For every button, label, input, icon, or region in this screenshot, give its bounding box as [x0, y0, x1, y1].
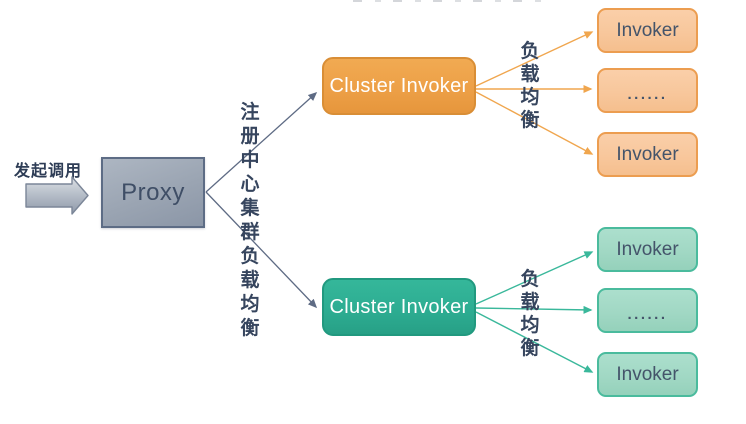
initiate-call-arrow-icon: [25, 176, 89, 215]
invoker-node-bottom-2-label: Invoker: [616, 363, 679, 385]
cropped-title-remnant: [353, 0, 553, 2]
cluster-top-to-invoker1-arrow: [475, 31, 594, 87]
initiate-call-label: 发起调用: [14, 163, 83, 180]
proxy-to-cluster-top-arrow: [205, 91, 318, 193]
invoker-node-bottom-1-label: Invoker: [616, 238, 679, 260]
cluster-bottom-to-invoker1-arrow: [475, 251, 594, 305]
cluster-invoker-bottom-node: Cluster Invoker: [322, 278, 476, 336]
cluster-bottom-to-ellipsis-arrow: [475, 305, 593, 314]
invoker-node-bottom-1: Invoker: [597, 227, 698, 272]
invoker-node-bottom-ellipsis: ......: [597, 288, 698, 333]
invoker-node-top-2: Invoker: [597, 132, 698, 177]
cluster-invoker-top-node: Cluster Invoker: [322, 57, 476, 115]
registry-cluster-lb-label: 注册中心集群负载均衡: [240, 102, 260, 339]
cluster-top-to-invoker2-arrow: [475, 91, 594, 155]
proxy-label: Proxy: [121, 178, 185, 206]
cluster-invoker-bottom-label: Cluster Invoker: [329, 295, 469, 318]
load-balance-top-label: 负载均衡: [520, 41, 540, 131]
invoker-node-bottom-2: Invoker: [597, 352, 698, 397]
invoker-node-top-1-label: Invoker: [616, 19, 679, 41]
invoker-node-top-2-label: Invoker: [616, 143, 679, 165]
cluster-bottom-to-invoker2-arrow: [475, 311, 594, 373]
invoker-node-bottom-ellipsis-label: ......: [627, 305, 668, 323]
cluster-invoker-top-label: Cluster Invoker: [329, 74, 469, 97]
load-balance-bottom-label: 负载均衡: [520, 269, 540, 359]
invoker-node-top-ellipsis-label: ......: [627, 85, 668, 103]
invoker-node-top-1: Invoker: [597, 8, 698, 53]
proxy-to-cluster-bottom-arrow: [205, 191, 318, 309]
invoker-node-top-ellipsis: ......: [597, 68, 698, 113]
proxy-node: Proxy: [101, 157, 205, 228]
